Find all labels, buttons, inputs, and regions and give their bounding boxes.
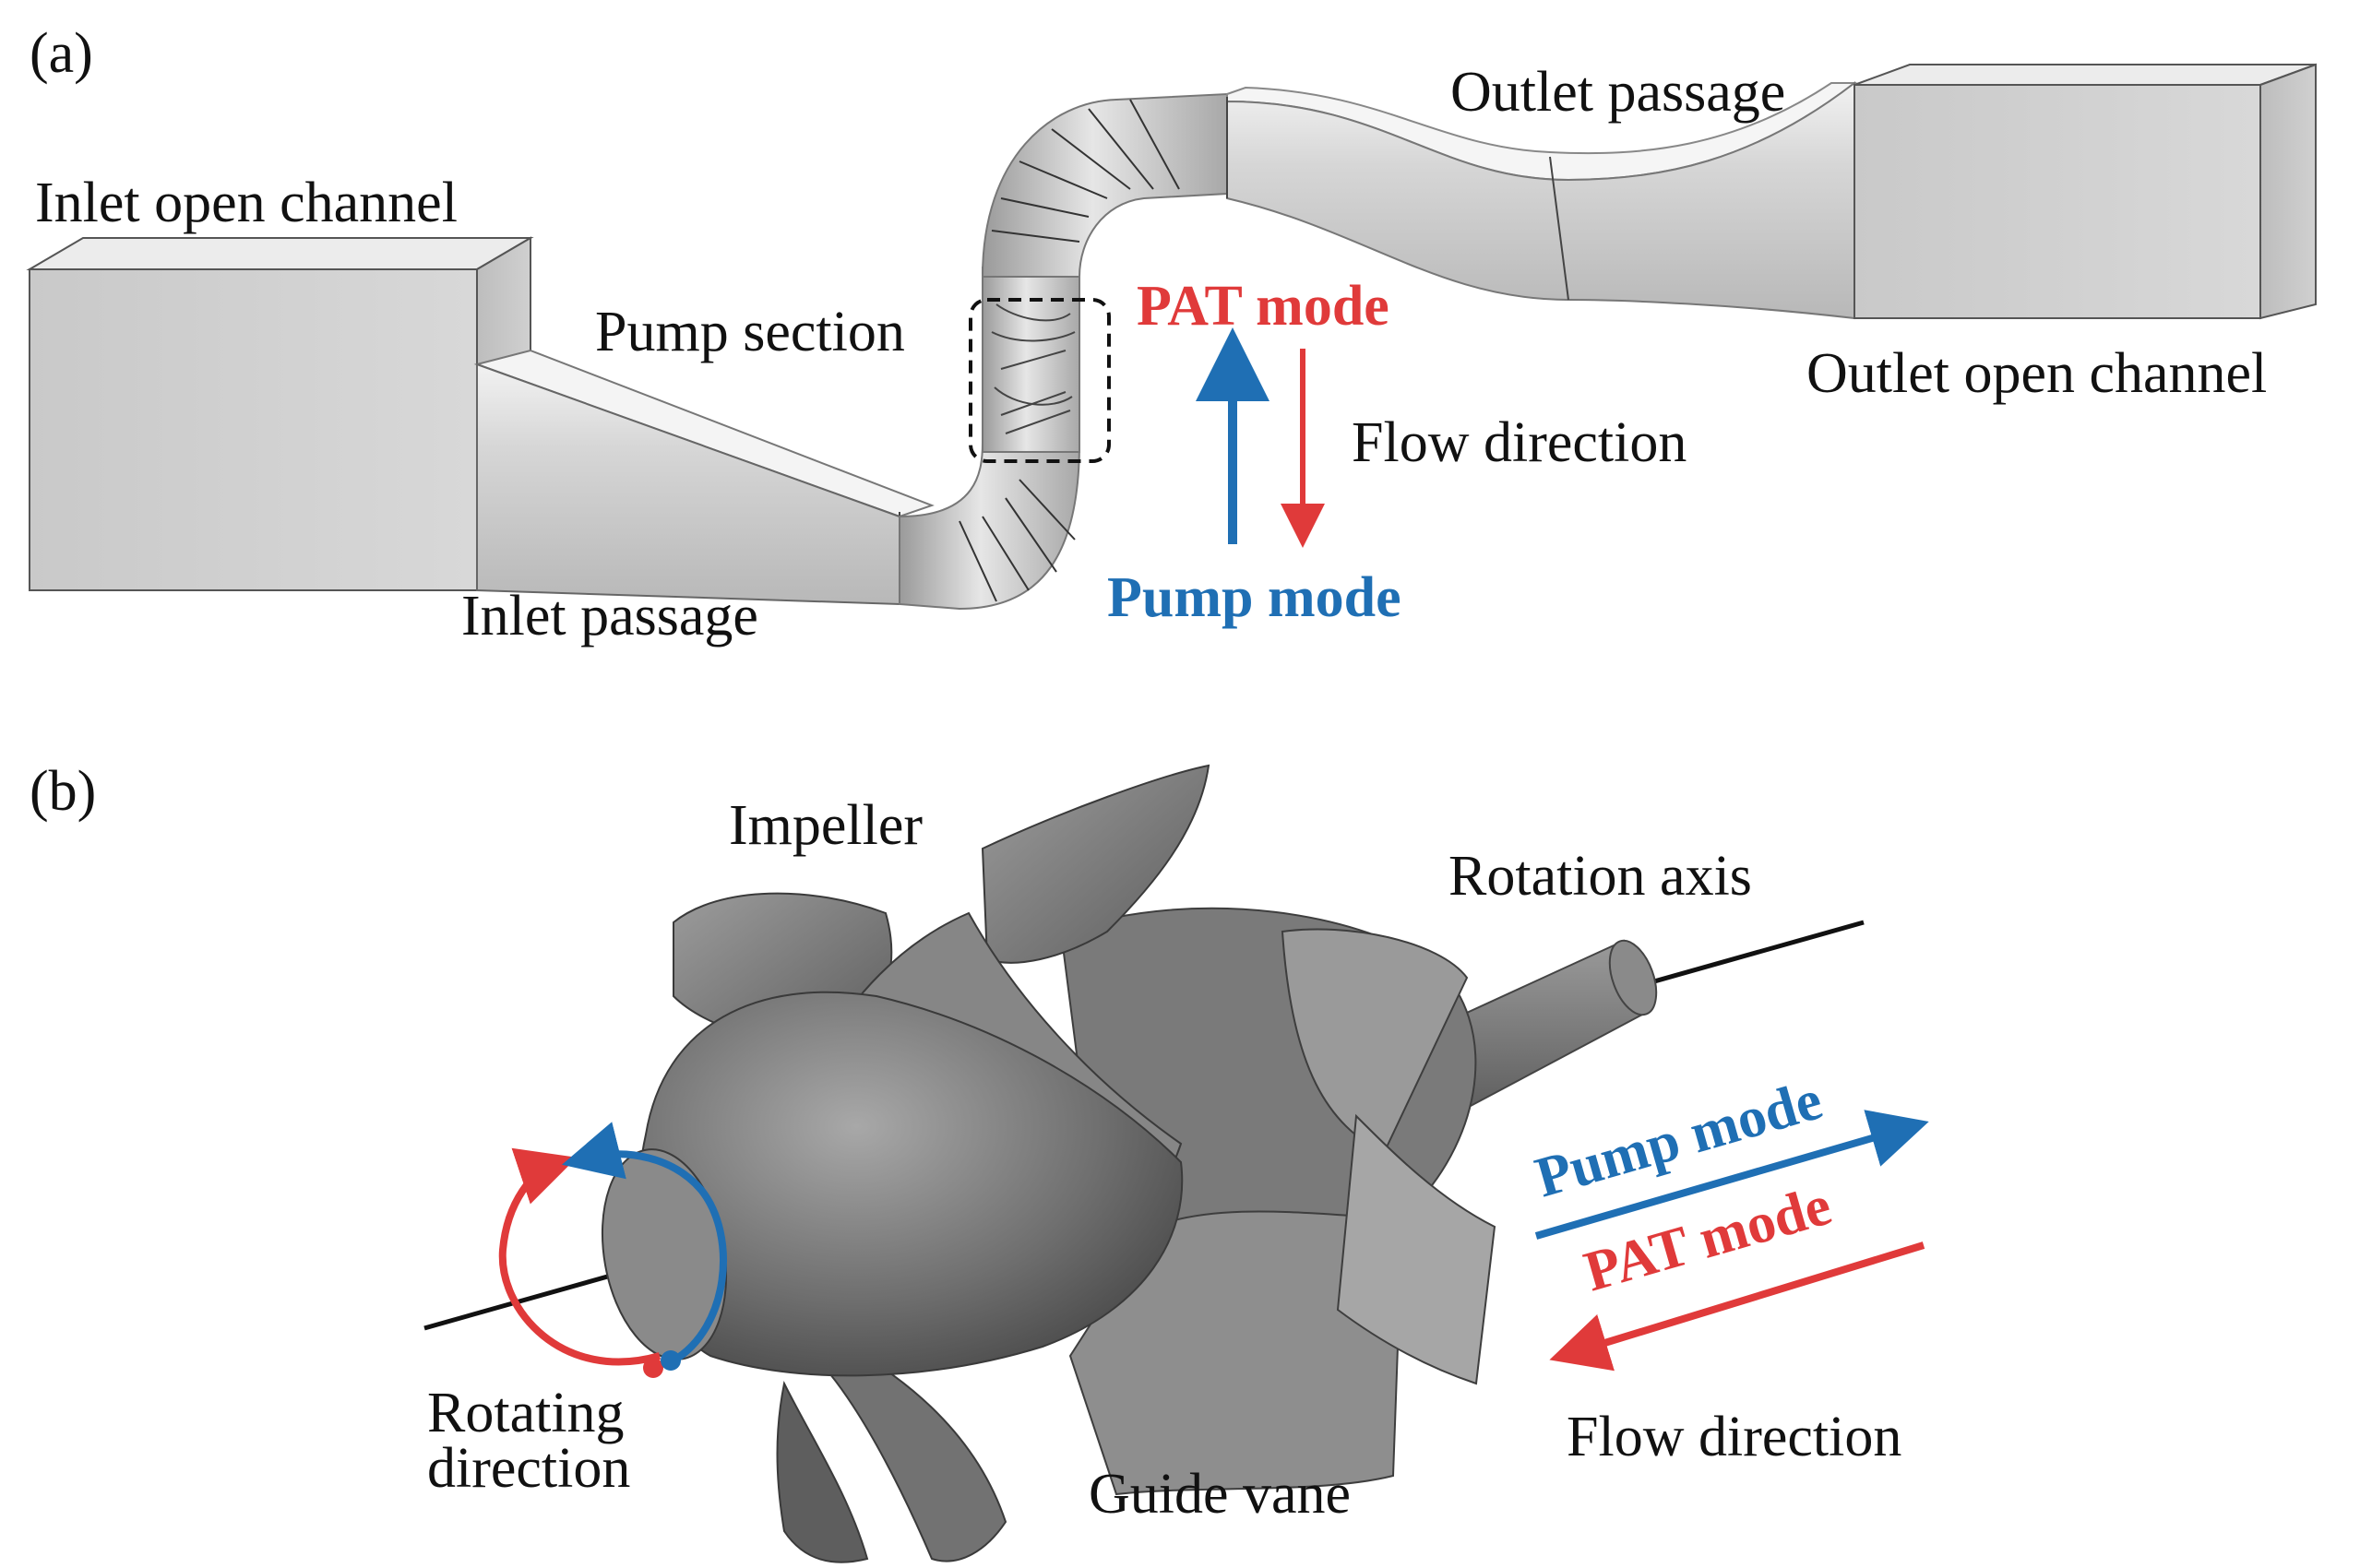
rotating-direction-indicator bbox=[498, 1122, 727, 1378]
impeller-label: Impeller bbox=[729, 794, 923, 857]
panel-b-label: (b) bbox=[30, 760, 96, 823]
inlet-elbow bbox=[899, 442, 1081, 611]
outlet-passage-label: Outlet passage bbox=[1450, 61, 1785, 124]
outlet-open-channel-box bbox=[1853, 63, 2317, 320]
inlet-open-channel-box bbox=[26, 236, 534, 591]
flow-direction-label: Flow direction bbox=[1352, 411, 1687, 474]
guide-vane-label: Guide vane bbox=[1089, 1463, 1351, 1526]
rotating-direction-label-line1: Rotating bbox=[427, 1382, 625, 1444]
panel-b: (b) bbox=[30, 760, 1929, 1563]
rotation-axis-label: Rotation axis bbox=[1448, 845, 1752, 908]
pat-mode-label: PAT mode bbox=[1137, 275, 1389, 338]
inlet-open-channel-label: Inlet open channel bbox=[35, 172, 458, 234]
pump-mode-label: Pump mode bbox=[1107, 566, 1401, 629]
panel-a: (a) bbox=[26, 22, 2317, 647]
pump-mode-arrow-b bbox=[1534, 1110, 1929, 1240]
pump-section-label: Pump section bbox=[595, 301, 905, 363]
inlet-passage-duct bbox=[473, 349, 951, 606]
rotating-direction-label-line2: direction bbox=[427, 1437, 630, 1500]
inlet-passage-label: Inlet passage bbox=[461, 585, 758, 647]
pat-mode-arrow-b bbox=[1549, 1241, 1925, 1372]
impeller-hub bbox=[601, 991, 1184, 1377]
pump-section-column bbox=[969, 267, 1111, 463]
flow-direction-label-b: Flow direction bbox=[1567, 1406, 1901, 1468]
panel-a-label: (a) bbox=[30, 22, 93, 85]
pump-section-dashed-box bbox=[969, 298, 1111, 463]
outlet-open-channel-label: Outlet open channel bbox=[1806, 342, 2267, 405]
outlet-bend bbox=[981, 92, 1228, 278]
